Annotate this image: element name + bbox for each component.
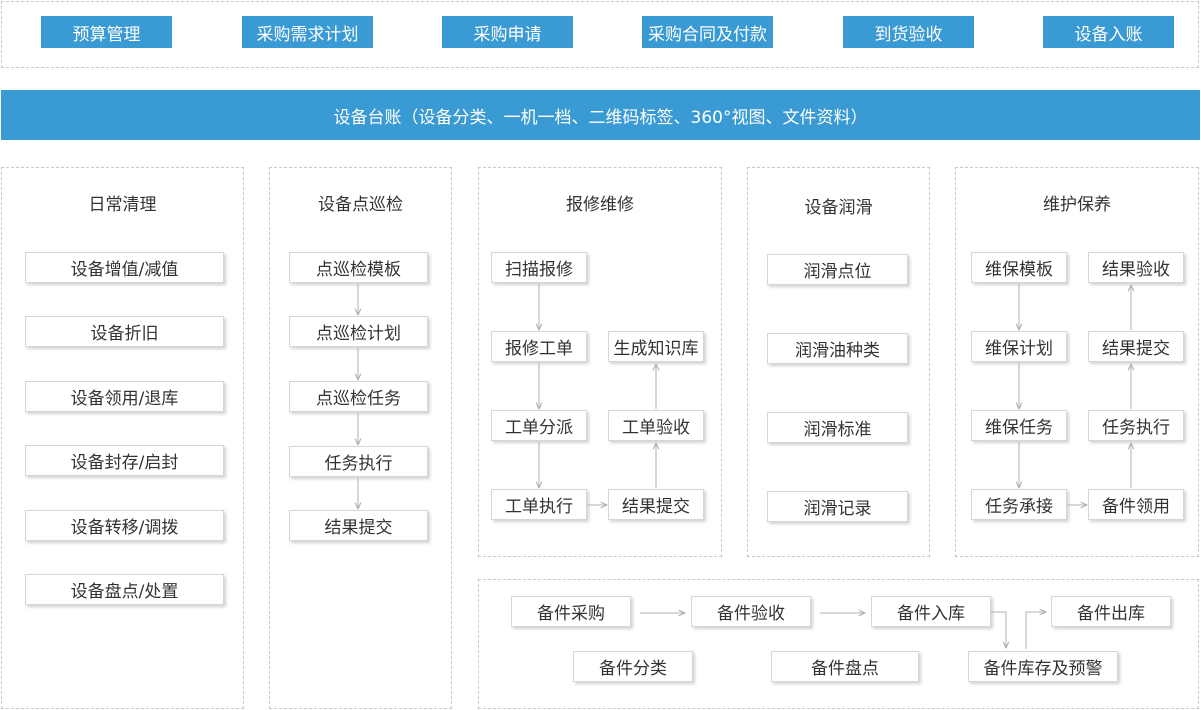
lubrication-standard[interactable]: 润滑标准 bbox=[767, 412, 908, 443]
daily-item-seal-unseal[interactable]: 设备封存/启封 bbox=[25, 445, 224, 476]
repair-dispatch[interactable]: 工单分派 bbox=[491, 410, 587, 441]
maintenance-result-acceptance[interactable]: 结果验收 bbox=[1088, 252, 1184, 283]
daily-item-value-change[interactable]: 设备增值/减值 bbox=[25, 252, 224, 283]
maintenance-task[interactable]: 维保任务 bbox=[971, 410, 1067, 441]
maintenance-result-submit[interactable]: 结果提交 bbox=[1088, 331, 1184, 362]
daily-item-depreciation[interactable]: 设备折旧 bbox=[25, 316, 224, 347]
section-title-inspection: 设备点巡检 bbox=[318, 194, 403, 215]
daily-item-inventory-disposal[interactable]: 设备盘点/处置 bbox=[25, 574, 224, 605]
nav-purchase-request[interactable]: 采购申请 bbox=[442, 16, 573, 48]
equipment-ledger-banner[interactable]: 设备台账（设备分类、一机一档、二维码标签、360°视图、文件资料） bbox=[1, 90, 1200, 140]
maintenance-task-accept[interactable]: 任务承接 bbox=[971, 489, 1067, 520]
nav-budget-management[interactable]: 预算管理 bbox=[41, 16, 172, 48]
nav-purchase-demand-plan[interactable]: 采购需求计划 bbox=[242, 16, 373, 48]
section-maintenance bbox=[955, 167, 1199, 557]
section-daily-clearing bbox=[1, 167, 244, 709]
repair-knowledge-base[interactable]: 生成知识库 bbox=[608, 331, 704, 362]
repair-work-order[interactable]: 报修工单 bbox=[491, 331, 587, 362]
inspection-execution[interactable]: 任务执行 bbox=[289, 446, 428, 477]
repair-scan-report[interactable]: 扫描报修 bbox=[491, 252, 587, 283]
section-title-repair: 报修维修 bbox=[566, 194, 634, 215]
inspection-result-submit[interactable]: 结果提交 bbox=[289, 510, 428, 541]
spare-inventory[interactable]: 备件盘点 bbox=[771, 651, 919, 682]
spare-stock-warning[interactable]: 备件库存及预警 bbox=[968, 651, 1118, 682]
section-inspection bbox=[269, 167, 452, 709]
maintenance-plan[interactable]: 维保计划 bbox=[971, 331, 1067, 362]
spare-purchase[interactable]: 备件采购 bbox=[511, 596, 631, 627]
spare-warehousing[interactable]: 备件入库 bbox=[871, 596, 991, 627]
maintenance-template[interactable]: 维保模板 bbox=[971, 252, 1067, 283]
section-spare-parts bbox=[478, 579, 1199, 709]
inspection-template[interactable]: 点巡检模板 bbox=[289, 252, 428, 283]
nav-purchase-contract-payment[interactable]: 采购合同及付款 bbox=[642, 16, 773, 48]
section-title-lubrication: 设备润滑 bbox=[804, 197, 873, 218]
section-repair bbox=[478, 167, 722, 557]
spare-category[interactable]: 备件分类 bbox=[573, 651, 693, 682]
repair-execution[interactable]: 工单执行 bbox=[491, 489, 587, 520]
daily-item-transfer[interactable]: 设备转移/调拨 bbox=[25, 510, 224, 541]
section-title-daily: 日常清理 bbox=[88, 194, 157, 215]
lubrication-oil-type[interactable]: 润滑油种类 bbox=[767, 333, 908, 364]
daily-item-use-return[interactable]: 设备领用/退库 bbox=[25, 381, 224, 412]
maintenance-task-execution[interactable]: 任务执行 bbox=[1088, 410, 1184, 441]
inspection-task[interactable]: 点巡检任务 bbox=[289, 381, 428, 412]
repair-result-submit[interactable]: 结果提交 bbox=[608, 489, 704, 520]
section-title-maintenance: 维护保养 bbox=[1043, 194, 1111, 215]
nav-equipment-entry[interactable]: 设备入账 bbox=[1043, 16, 1174, 48]
spare-acceptance[interactable]: 备件验收 bbox=[691, 596, 811, 627]
top-nav-panel bbox=[1, 1, 1199, 68]
section-lubrication bbox=[747, 167, 930, 557]
lubrication-point[interactable]: 润滑点位 bbox=[767, 254, 908, 285]
spare-outbound[interactable]: 备件出库 bbox=[1051, 596, 1171, 627]
inspection-plan[interactable]: 点巡检计划 bbox=[289, 316, 428, 347]
maintenance-spare-use[interactable]: 备件领用 bbox=[1088, 489, 1184, 520]
lubrication-record[interactable]: 润滑记录 bbox=[767, 491, 908, 522]
repair-order-acceptance[interactable]: 工单验收 bbox=[608, 410, 704, 441]
nav-arrival-acceptance[interactable]: 到货验收 bbox=[843, 16, 974, 48]
